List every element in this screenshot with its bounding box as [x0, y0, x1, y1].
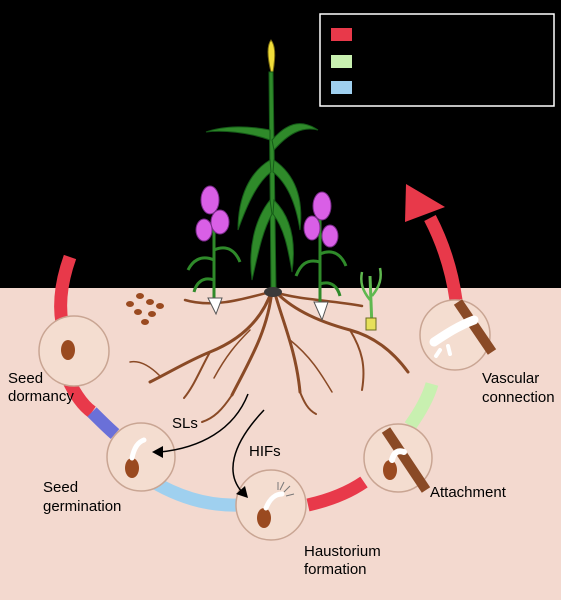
arrow-hifs [232, 409, 265, 493]
flower [312, 191, 332, 221]
stage-circle-vascular-connection [419, 299, 497, 371]
seed-icon [61, 340, 75, 360]
ring-red-arrow-shaft [424, 215, 463, 301]
ring-red-bottom [306, 476, 368, 512]
legend-frame [319, 13, 555, 107]
label-haustorium-formation-line1: Haustorium [304, 543, 381, 560]
parasite-plant-left [186, 185, 242, 316]
signal-arrows [159, 393, 265, 493]
grass-leaf [205, 126, 271, 141]
seedling-base [365, 317, 377, 331]
seed-icon [125, 458, 139, 478]
flower [321, 224, 339, 248]
label-seed-germination-line1: Seed [43, 479, 78, 496]
grass-inflorescence [267, 39, 276, 73]
stage-circle-haustorium-formation [235, 469, 307, 541]
root-crown [264, 287, 282, 297]
flower [303, 215, 321, 241]
grass-stem [268, 71, 277, 291]
seed-icon [383, 460, 397, 480]
label-vascular-connection-line2: connection [482, 389, 555, 406]
stage-circle-seed-dormancy [38, 315, 110, 387]
label-seed-germination-line2: germination [43, 498, 121, 515]
stage-circle-attachment [363, 423, 433, 493]
label-attachment: Attachment [430, 484, 507, 501]
haustorial-hairs [277, 481, 295, 497]
stage-circle-seed-germination [106, 422, 176, 492]
flower [210, 209, 230, 235]
arrow-sls [159, 393, 249, 453]
grass-leaf [237, 159, 272, 231]
label-hifs: HIFs [249, 443, 281, 460]
radicle [129, 437, 147, 461]
arrow-head-red [405, 184, 445, 222]
host-grass-plant [205, 39, 319, 291]
label-sls: SLs [172, 415, 198, 432]
legend-swatch-red [331, 28, 352, 41]
grass-leaf [272, 159, 302, 231]
host-root-system [129, 288, 410, 423]
ring-green-right [404, 382, 439, 430]
legend [319, 13, 555, 107]
label-haustorium-formation-line2: formation [304, 561, 367, 578]
label-seed-dormancy-line1: Seed [8, 370, 43, 387]
haustorium [207, 297, 223, 316]
parasite-seedling [360, 267, 382, 331]
arrow-sls-head [152, 446, 163, 458]
parasite-plant-right [294, 191, 348, 322]
parasite-tissue [429, 315, 479, 347]
seed-icon [257, 508, 271, 528]
label-seed-dormancy-line2: dormancy [8, 388, 74, 405]
legend-swatch-green [331, 55, 352, 68]
label-vascular-connection-line1: Vascular [482, 370, 539, 387]
soil-seeds [126, 293, 164, 325]
host-root [381, 427, 431, 493]
flower [200, 185, 220, 215]
flower [195, 218, 213, 242]
haustorium [313, 301, 329, 322]
ring-transition-purple [87, 407, 120, 439]
grass-leaf [271, 123, 319, 152]
grass-leaf [250, 198, 273, 281]
host-root [453, 299, 497, 355]
legend-swatch-blue [331, 81, 352, 94]
arrow-hifs-head [236, 486, 248, 498]
grass-leaf [272, 198, 294, 273]
